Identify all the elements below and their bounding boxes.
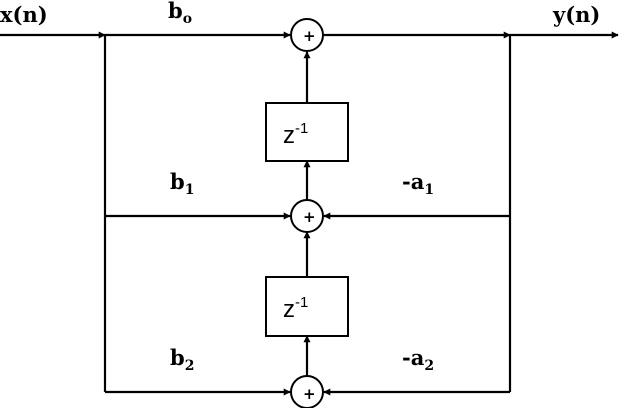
summer-0-sign: +: [303, 27, 316, 45]
coef-a1-label: -a1: [402, 169, 434, 198]
summer-0: +: [290, 18, 324, 52]
summer-2-sign: +: [303, 385, 316, 403]
coef-b0-label: bo: [168, 0, 192, 27]
summer-1-sign: +: [303, 208, 316, 226]
coef-a2-label: -a2: [402, 345, 434, 374]
delay-block-1: z-1: [265, 102, 349, 162]
coef-b2-label: b2: [170, 345, 194, 374]
coef-b1-label: b1: [170, 169, 194, 198]
delay-1-label: z-1: [283, 120, 308, 149]
delay-2-label: z-1: [283, 294, 308, 323]
signal-wires: [0, 31, 619, 396]
delay-block-2: z-1: [265, 276, 349, 337]
summer-1: +: [290, 199, 324, 233]
input-signal-label: x(n): [0, 2, 48, 27]
output-signal-label: y(n): [552, 2, 600, 27]
summer-2: +: [290, 375, 324, 408]
